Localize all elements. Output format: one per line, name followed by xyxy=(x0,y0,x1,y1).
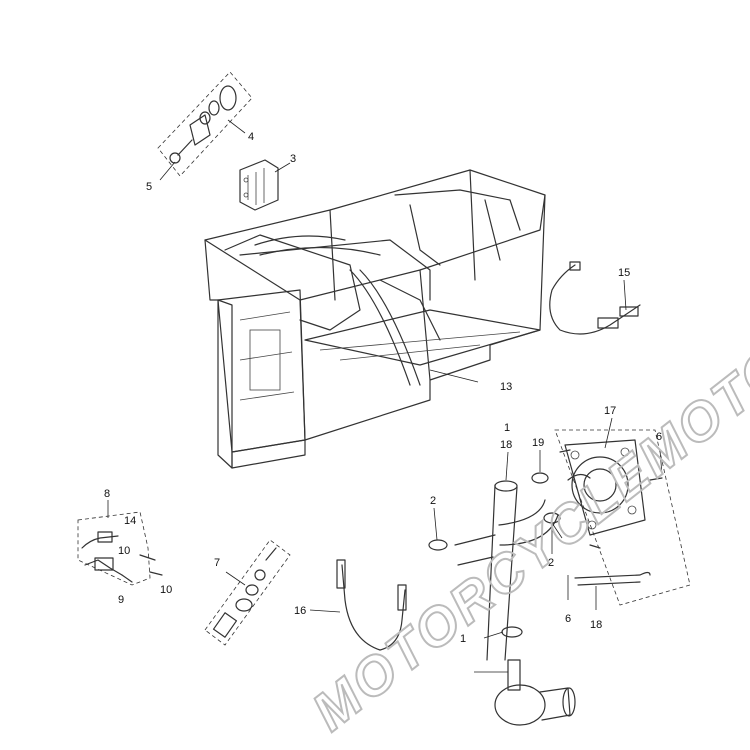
part-15-pump xyxy=(554,429,691,606)
callout-17: 18 xyxy=(500,439,512,451)
callout-6b: 6 xyxy=(565,613,571,625)
leader-lines xyxy=(107,119,663,673)
part-19-housing xyxy=(494,659,576,726)
part-17-hose xyxy=(454,480,559,661)
clamps xyxy=(428,472,561,638)
callout-3: 3 xyxy=(290,153,296,165)
callout-1b: 1 xyxy=(460,633,466,645)
callout-12: 14 xyxy=(124,515,136,527)
callout-13: 15 xyxy=(618,267,630,279)
callout-14: 16 xyxy=(294,605,306,617)
callout-6a: 6 xyxy=(656,431,662,443)
watermark-text: MOTORCYCLEMOTOR xyxy=(301,308,750,742)
callout-2b: 2 xyxy=(548,557,554,569)
callout-11: 13 xyxy=(500,381,512,393)
callout-10a: 10 xyxy=(118,545,130,557)
callout-labels: 3 4 5 13 15 8 14 10 9 10 7 16 17 1 18 19… xyxy=(104,131,662,645)
part-14-cable xyxy=(336,559,407,651)
part-3-bracket xyxy=(239,159,279,211)
callout-7: 7 xyxy=(214,557,220,569)
part-7-group xyxy=(204,539,291,646)
callout-15: 17 xyxy=(604,405,616,417)
callout-10b: 10 xyxy=(160,584,172,596)
part-13-cable xyxy=(549,261,641,335)
callout-9: 9 xyxy=(118,594,124,606)
callout-5: 5 xyxy=(146,181,152,193)
part-4-5-group xyxy=(157,71,253,177)
frame-assembly xyxy=(204,169,546,469)
callout-4: 4 xyxy=(248,131,254,143)
part-8-group xyxy=(77,511,163,586)
callout-8: 8 xyxy=(104,488,110,500)
callout-1a: 1 xyxy=(504,422,510,434)
callout-18a: 19 xyxy=(532,437,544,449)
callout-2a: 2 xyxy=(430,495,436,507)
callout-16: 18 xyxy=(590,619,602,631)
